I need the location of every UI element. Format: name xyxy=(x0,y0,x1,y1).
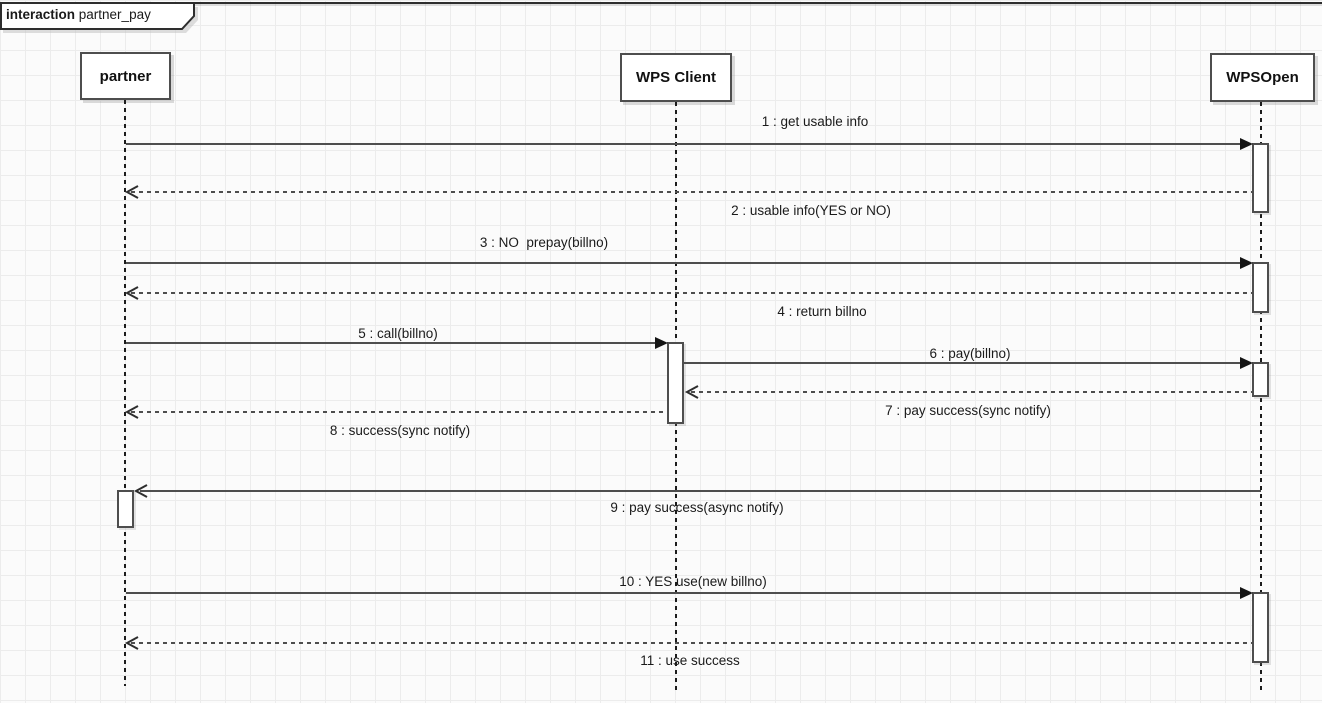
frame-name: partner_pay xyxy=(78,7,151,22)
frame-keyword: interaction xyxy=(6,7,76,22)
message-5-label: 5 : call(billno) xyxy=(358,326,438,341)
activation-wpsopen-3[interactable] xyxy=(1252,362,1269,397)
message-2-line[interactable] xyxy=(131,191,1252,193)
message-8-line[interactable] xyxy=(131,411,667,413)
message-5-arrowhead-icon xyxy=(655,337,668,349)
message-11-line[interactable] xyxy=(131,642,1252,644)
lifeline-partner[interactable] xyxy=(124,100,126,686)
activation-wps-client-1[interactable] xyxy=(667,342,684,424)
lifeline-head-partner[interactable]: partner xyxy=(80,52,171,100)
message-11-arrowhead-icon xyxy=(124,636,139,650)
message-3-arrowhead-icon xyxy=(1240,257,1253,269)
lifeline-head-wpsopen[interactable]: WPSOpen xyxy=(1210,53,1315,102)
lifeline-label-wpsopen: WPSOpen xyxy=(1226,69,1299,86)
message-10-label: 10 : YES use(new billno) xyxy=(619,574,767,589)
message-9-label: 9 : pay success(async notify) xyxy=(610,500,784,515)
lifeline-label-partner: partner xyxy=(99,67,152,85)
message-4-line[interactable] xyxy=(131,292,1252,294)
message-10-line[interactable] xyxy=(126,592,1240,594)
frame-pentagon-shape xyxy=(0,2,198,33)
message-11-label: 11 : use success xyxy=(640,653,740,668)
activation-wpsopen-2[interactable] xyxy=(1252,262,1269,313)
message-2-arrowhead-icon xyxy=(124,185,139,199)
lifeline-head-wps-client[interactable]: WPS Client xyxy=(620,53,732,102)
activation-wpsopen-1[interactable] xyxy=(1252,143,1269,213)
message-9-line[interactable] xyxy=(140,490,1261,492)
message-6-label: 6 : pay(billno) xyxy=(929,346,1011,361)
message-1-label: 1 : get usable info xyxy=(761,114,869,129)
message-4-arrowhead-icon xyxy=(124,286,139,300)
message-8-label: 8 : success(sync notify) xyxy=(329,423,471,438)
message-2-label: 2 : usable info(YES or NO) xyxy=(731,203,891,218)
frame-title: interaction partner_pay xyxy=(6,7,151,22)
message-4-label: 4 : return billno xyxy=(777,304,867,319)
message-7-arrowhead-icon xyxy=(684,385,699,399)
activation-wpsopen-4[interactable] xyxy=(1252,592,1269,663)
activation-partner-1[interactable] xyxy=(117,490,134,528)
message-3-line[interactable] xyxy=(126,262,1240,264)
message-10-arrowhead-icon xyxy=(1240,587,1253,599)
message-8-arrowhead-icon xyxy=(124,405,139,419)
message-7-label: 7 : pay success(sync notify) xyxy=(885,403,1051,418)
lifeline-label-wps-client: WPS Client xyxy=(635,69,716,86)
message-3-label: 3 : NO prepay(billno) xyxy=(479,235,609,250)
message-6-line[interactable] xyxy=(684,362,1240,364)
message-7-line[interactable] xyxy=(691,391,1252,393)
message-5-line[interactable] xyxy=(126,342,655,344)
message-9-arrowhead-icon xyxy=(133,484,148,498)
message-1-arrowhead-icon xyxy=(1240,138,1253,150)
message-1-line[interactable] xyxy=(126,143,1240,145)
frame-top-border xyxy=(0,2,1322,4)
frame-name-tab: interaction partner_pay xyxy=(0,2,210,34)
message-6-arrowhead-icon xyxy=(1240,357,1253,369)
